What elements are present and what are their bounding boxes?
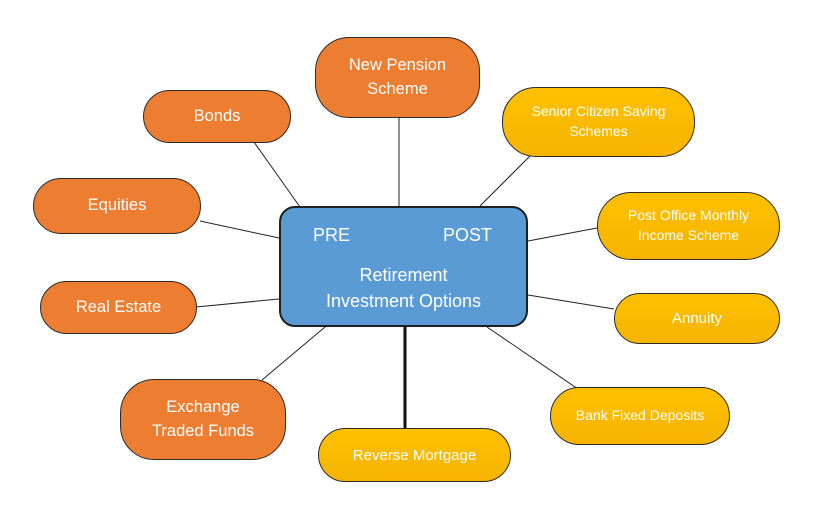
retirement-investment-options-hub: PRE POST Retirement Investment Options bbox=[279, 206, 528, 327]
connector-equities bbox=[199, 220, 280, 239]
node-reverse-mortgage: Reverse Mortgage bbox=[318, 428, 511, 482]
connector-etf bbox=[261, 326, 326, 381]
node-senior-citizen-saving-schemes: Senior Citizen Saving Schemes bbox=[502, 87, 695, 157]
node-real-estate: Real Estate bbox=[40, 281, 197, 334]
connector-bonds bbox=[253, 141, 301, 208]
connector-bank-fd bbox=[486, 326, 579, 390]
node-annuity: Annuity bbox=[614, 293, 780, 344]
post-label: POST bbox=[443, 225, 493, 245]
node-post-office-monthly-income-scheme: Post Office Monthly Income Scheme bbox=[597, 192, 780, 260]
node-bonds: Bonds bbox=[143, 90, 291, 143]
node-new-pension-scheme: New Pension Scheme bbox=[315, 37, 480, 118]
pre-label: PRE bbox=[313, 225, 351, 245]
node-bank-fixed-deposits: Bank Fixed Deposits bbox=[550, 387, 730, 445]
node-exchange-traded-funds: Exchange Traded Funds bbox=[120, 379, 286, 460]
connector-pomis bbox=[527, 227, 598, 242]
node-equities: Equities bbox=[33, 178, 201, 234]
connector-annuity bbox=[527, 294, 615, 310]
connector-real-estate bbox=[195, 298, 280, 308]
connector-scss bbox=[479, 153, 533, 207]
hub-title: Retirement Investment Options bbox=[325, 265, 482, 312]
